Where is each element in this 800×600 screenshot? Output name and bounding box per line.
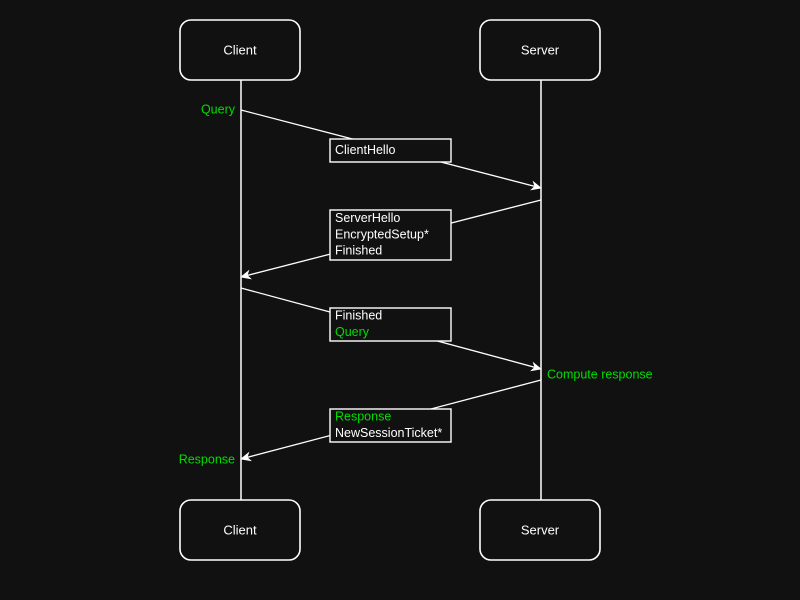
message-label-box <box>329 408 452 443</box>
message-label-line: Finished <box>335 243 382 257</box>
message-label-box <box>329 138 452 163</box>
actor-box-shape <box>479 499 601 561</box>
actor-box-shape <box>479 19 601 81</box>
actor-box-server-top[interactable]: Server <box>479 19 601 81</box>
actor-box-client-bottom[interactable]: Client <box>179 499 301 561</box>
actor-box-shape <box>179 499 301 561</box>
response-note: Response <box>179 452 235 466</box>
message-label-line: NewSessionTicket* <box>335 426 442 440</box>
compute-response-note: Compute response <box>547 367 653 381</box>
message-label-line: ClientHello <box>335 143 395 157</box>
message-label-line: Finished <box>335 309 382 323</box>
actor-box-client-top[interactable]: Client <box>179 19 301 81</box>
lifelines-layer <box>240 80 542 500</box>
actor-box-label: Client <box>223 522 257 537</box>
query-note: Query <box>201 102 236 116</box>
message-label-line: Query <box>335 325 370 339</box>
message-label-line: ServerHello <box>335 211 400 225</box>
message-label-box <box>329 307 452 342</box>
actor-box-label: Client <box>223 42 257 57</box>
actor-box-shape <box>179 19 301 81</box>
actor-box-label: Server <box>521 522 560 537</box>
message-client-hello[interactable]: ClientHello <box>240 109 542 191</box>
message-label-box <box>329 209 452 261</box>
actor-box-label: Server <box>521 42 560 57</box>
actor-box-server-bottom[interactable]: Server <box>479 499 601 561</box>
message-label-line: EncryptedSetup* <box>335 227 429 241</box>
message-label-line: Response <box>335 410 391 424</box>
